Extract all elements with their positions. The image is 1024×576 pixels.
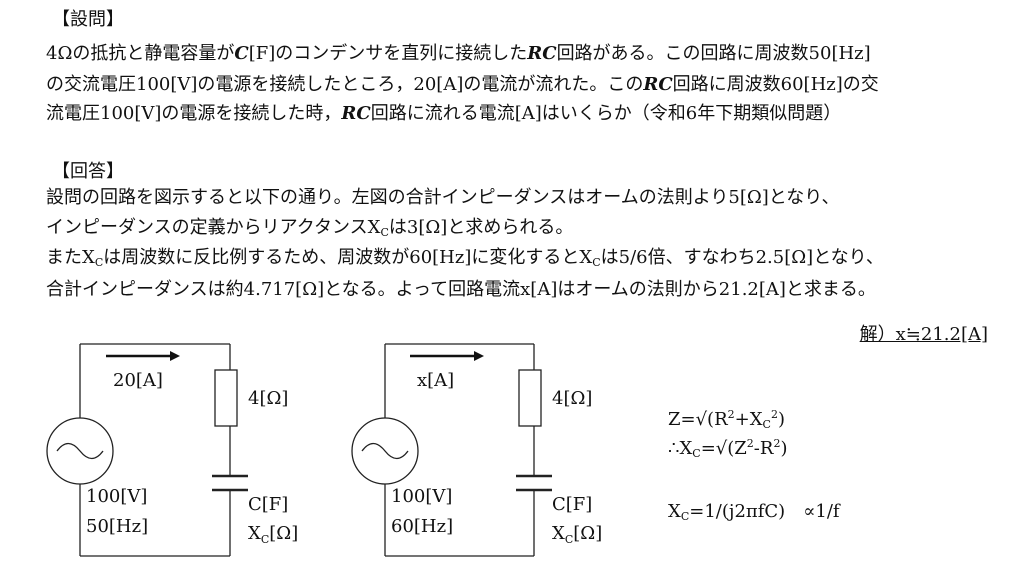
- left-frequency-label: 50[Hz]: [86, 516, 148, 537]
- right-current-label: x[A]: [417, 370, 454, 391]
- right-capacitor-label: C[F]: [552, 494, 592, 515]
- question-line-1: 4Ωの抵抗と静電容量がC[F]のコンデンサを直列に接続したRC回路がある。この回…: [46, 43, 871, 64]
- answer-line-3: またXCは周波数に反比例するため、周波数が60[Hz]に変化するとXCは5/6倍…: [46, 247, 884, 269]
- right-voltage-label: 100[V]: [391, 486, 452, 507]
- left-current-arrowhead: [170, 351, 180, 361]
- right-current-arrowhead: [474, 351, 484, 361]
- left-resistor: [214, 369, 238, 427]
- equation-impedance: Z=√(R2+XC2): [668, 408, 785, 431]
- equation-capacitive-reactance: XC=1/(j2πfC) ∝1/f: [668, 501, 840, 523]
- left-resistor-label: 4[Ω]: [248, 388, 288, 409]
- question-line-3: 流電圧100[V]の電源を接続した時，RC回路に流れる電流[A]はいくらか（令和…: [46, 103, 842, 124]
- left-capacitor-label: C[F]: [248, 494, 288, 515]
- right-reactance-label: XC[Ω]: [552, 523, 602, 546]
- left-reactance-label: XC[Ω]: [248, 523, 298, 546]
- answer-line-1: 設問の回路を図示すると以下の通り。左図の合計インピーダンスはオームの法則より5[…: [46, 187, 840, 208]
- answer-line-4: 合計インピーダンスは約4.717[Ω]となる。よって回路電流x[A]はオームの法…: [46, 279, 876, 300]
- left-ac-wave: [56, 442, 104, 460]
- solution-text: 解）x≒21.2[A]: [859, 324, 988, 345]
- right-resistor: [518, 369, 542, 427]
- circuit-left: [46, 343, 248, 557]
- answer-header: 【回答】: [52, 161, 124, 182]
- equation-reactance: ∴XC=√(Z2-R2): [668, 437, 788, 460]
- right-resistor-label: 4[Ω]: [552, 388, 592, 409]
- left-current-label: 20[A]: [113, 370, 163, 391]
- left-voltage-label: 100[V]: [86, 486, 147, 507]
- answer-line-2: インピーダンスの定義からリアクタンスXCは3[Ω]と求められる。: [46, 217, 574, 239]
- circuit-right: [351, 343, 552, 557]
- right-frequency-label: 60[Hz]: [391, 516, 453, 537]
- question-line-2: の交流電圧100[V]の電源を接続したところ，20[A]の電流が流れた。このRC…: [46, 74, 879, 95]
- question-header: 【設問】: [52, 9, 124, 30]
- right-ac-wave: [361, 442, 409, 460]
